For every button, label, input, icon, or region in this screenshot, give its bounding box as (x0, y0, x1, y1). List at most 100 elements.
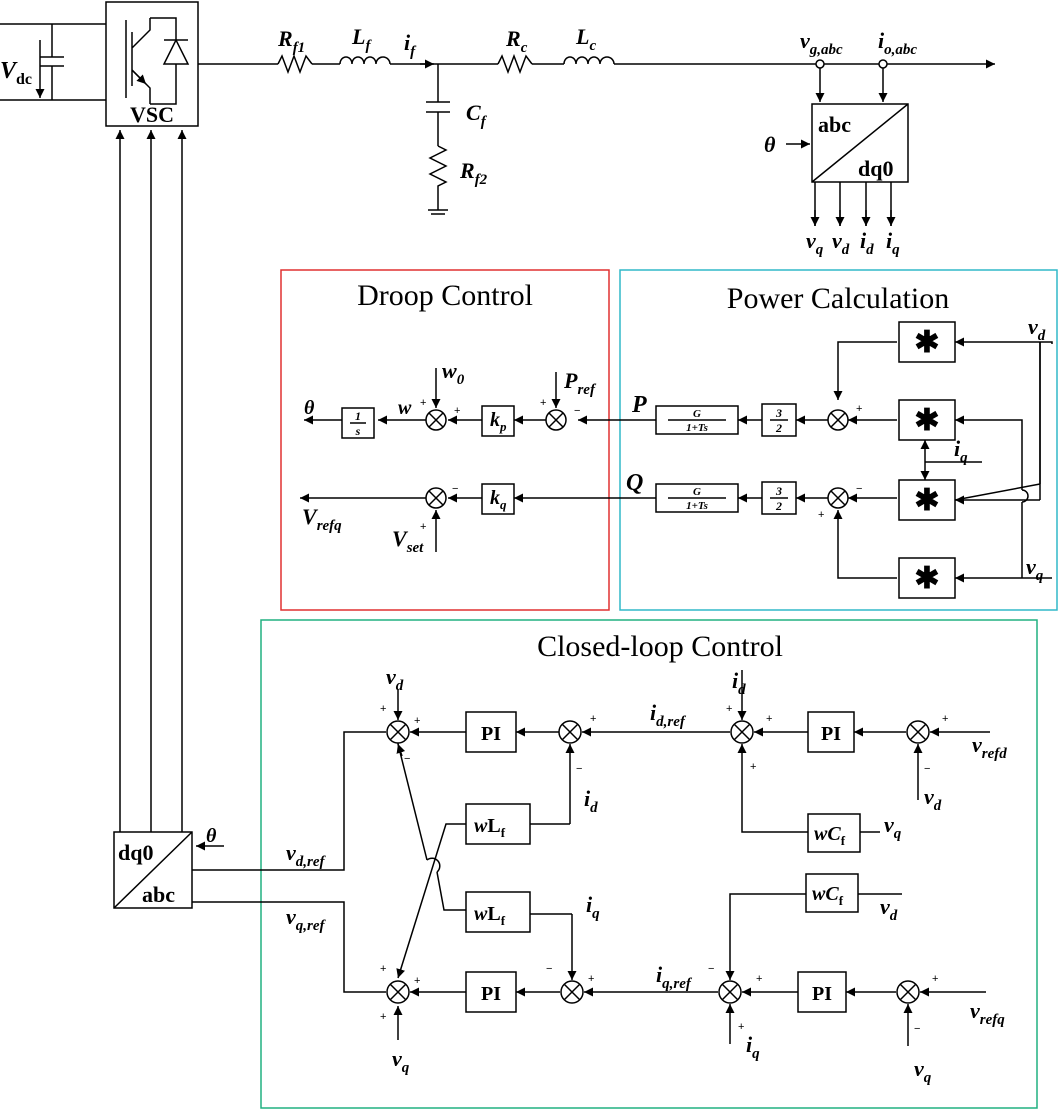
svg-text:+: + (540, 397, 546, 409)
svg-text:wCf: wCf (812, 883, 844, 908)
cl-iq-bottom-label: iq (746, 1032, 760, 1062)
svg-text:+: + (414, 715, 420, 727)
multiplier-vq-vq (898, 557, 956, 599)
svg-text:1: 1 (355, 409, 361, 423)
svg-text:wCf: wCf (814, 823, 846, 848)
svg-text:+: + (726, 703, 732, 715)
svg-text:+: + (414, 975, 420, 987)
vrefd-label: vrefd (972, 732, 1007, 762)
svg-text:✱: ✱ (914, 404, 939, 437)
inv-transform-dq0-label: dq0 (118, 840, 153, 865)
transform-dq0-label: dq0 (858, 156, 893, 181)
vdc-label: Vdc (0, 58, 32, 88)
svg-text:+: + (942, 713, 948, 725)
sum-q: − + (818, 483, 862, 521)
sum-p: + (827, 403, 862, 431)
pc-iq-label: iq (954, 436, 968, 466)
svg-text:✱: ✱ (914, 562, 939, 595)
svg-text:+: + (420, 397, 426, 409)
svg-text:−: − (576, 763, 582, 775)
svg-text:G: G (693, 408, 701, 420)
vrefq-out-label: Vrefq (302, 504, 342, 534)
cl-iq-mid-label: iq (586, 892, 600, 922)
droop-blocks: + − + + − + kp kq 1 s θ w w0 (302, 358, 597, 556)
svg-text:−: − (452, 483, 458, 495)
droop-control-title: Droop Control (357, 279, 533, 312)
svg-text:2: 2 (775, 499, 782, 513)
rf1-label: Rf1 (277, 26, 305, 56)
pi-vq (797, 971, 847, 1013)
sum-vset: − + (420, 483, 458, 533)
rc-resistor: Rc (497, 26, 533, 75)
vg-label: vg,abc (800, 28, 843, 58)
abc-to-dq0-transform: abc dq0 θ vq vd id iq (764, 103, 909, 258)
sum-w0: + + (420, 397, 460, 431)
if-label: if (404, 30, 417, 60)
svg-text:−: − (856, 483, 862, 495)
sum-vrefq: + − (896, 973, 938, 1035)
svg-text:PI: PI (481, 983, 501, 1005)
io-label: io,abc (878, 28, 917, 58)
multiplier-vd-iq (898, 479, 956, 521)
sum-pref: + − (540, 397, 580, 431)
theta-input-label: θ (764, 132, 776, 157)
svg-text:+: + (380, 703, 386, 715)
q-label: Q (626, 470, 643, 496)
vrefq-label: vrefq (970, 998, 1005, 1028)
sum-iqref: − + + (708, 963, 762, 1033)
svg-text:s: s (355, 424, 361, 438)
kq-gain (481, 483, 515, 515)
power-calculation-frame (619, 269, 1058, 611)
out-vq-label: vq (806, 228, 824, 258)
inv-theta-label: θ (206, 825, 217, 847)
p-label: P (631, 392, 647, 418)
svg-text:−: − (708, 963, 714, 975)
svg-text:+: + (380, 963, 386, 975)
svg-text:−: − (546, 963, 552, 975)
svg-text:+: + (756, 973, 762, 985)
svg-text:3: 3 (775, 406, 782, 420)
vsc-block: VSC (105, 1, 199, 127)
lf-inductor: Lf (339, 24, 391, 65)
rf1-resistor: Rf1 (277, 26, 313, 75)
closed-loop-wiring (190, 670, 990, 1046)
svg-text:✱: ✱ (914, 326, 939, 359)
out-vd-label: vd (832, 228, 850, 258)
multiplier-vd-vd (898, 321, 956, 363)
svg-text:+: + (750, 761, 756, 773)
svg-text:2: 2 (775, 421, 782, 435)
cl-id-mid-label: id (584, 786, 598, 816)
w0-label: w0 (442, 358, 465, 388)
pc-vq-label: vq (1026, 554, 1044, 584)
svg-text:wLf: wLf (474, 903, 506, 928)
svg-text:+: + (454, 405, 460, 417)
dq0-to-abc-transform: dq0 abc θ (113, 825, 217, 909)
svg-text:PI: PI (821, 723, 841, 745)
svg-text:G: G (693, 486, 701, 498)
svg-text:+: + (590, 713, 596, 725)
pi-vd (807, 711, 855, 753)
svg-text:+: + (588, 973, 594, 985)
pref-label: Pref (563, 368, 597, 398)
svg-text:+: + (738, 1021, 744, 1033)
lc-inductor: Lc (563, 24, 615, 65)
inv-transform-abc-label: abc (142, 882, 175, 907)
sum-vdref: + + − (380, 703, 420, 765)
power-calculation-title: Power Calculation (727, 282, 949, 315)
filter-branch: Cf Rf2 (426, 64, 488, 215)
closed-loop-control-title: Closed-loop Control (537, 630, 783, 663)
cl-vq-wcf-label: vq (884, 812, 902, 842)
vsc-label: VSC (130, 102, 174, 127)
power-calc-blocks: ✱ ✱ ✱ ✱ + − + 3 2 3 2 G 1+Ts (626, 314, 1046, 599)
svg-text:1+Ts: 1+Ts (686, 500, 708, 512)
out-id-label: id (860, 228, 874, 258)
svg-text:+: + (818, 509, 824, 521)
rc-label: Rc (505, 26, 528, 56)
svg-text:+: + (766, 713, 772, 725)
wlf-d (465, 803, 531, 845)
cl-vd-wcf-label: vd (880, 894, 898, 924)
cl-vq-bottom-right-label: vq (914, 1056, 932, 1086)
svg-text:PI: PI (812, 983, 832, 1005)
kp-gain (481, 405, 515, 437)
cl-vd-top-label: vd (386, 664, 404, 694)
